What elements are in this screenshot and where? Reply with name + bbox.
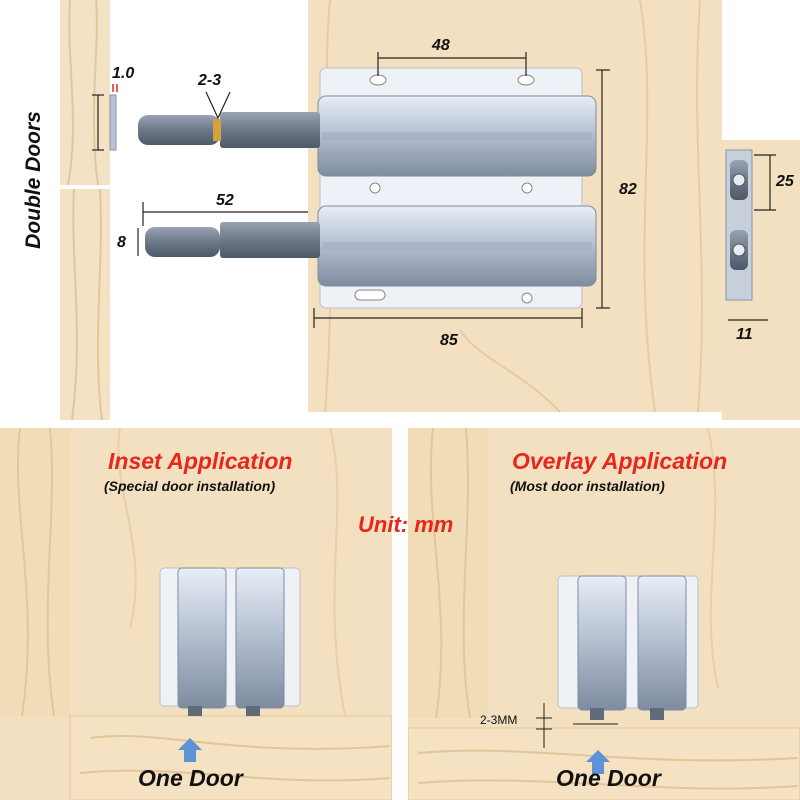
unit-label: Unit: mm	[358, 512, 454, 537]
overlay-title: Overlay Application	[512, 448, 728, 474]
hole-spacing-dimension: 48	[432, 37, 450, 54]
gap-dimension-marker	[92, 84, 118, 151]
plunger-diameter-dimension: 8	[117, 234, 126, 251]
plunger-length-dimension: 52	[216, 192, 234, 209]
upper-latch-body	[138, 95, 597, 177]
width-dimension: 85	[440, 332, 458, 349]
side-view-latch	[722, 140, 800, 420]
top-illustration	[60, 0, 800, 420]
double-doors-label: Double Doors	[22, 111, 45, 249]
side-depth-dimension: 11	[736, 326, 753, 343]
inset-subtitle: (Special door installation)	[104, 478, 276, 494]
inset-door-label: One Door	[138, 765, 243, 791]
overlay-door-label: One Door	[556, 765, 661, 791]
overlay-gap-label: 2-3MM	[480, 713, 518, 727]
gap-dimension: 1.0	[112, 65, 135, 82]
left-door-wood	[60, 0, 110, 420]
protrusion-dimension: 2-3	[198, 72, 222, 89]
overlay-illustration	[408, 428, 800, 800]
lower-latch-body	[145, 205, 597, 287]
inset-title: Inset Application	[108, 448, 293, 474]
dimension-lines	[137, 52, 610, 328]
height-dimension: 82	[619, 181, 637, 198]
side-spacing-dimension: 25	[776, 173, 794, 190]
overlay-subtitle: (Most door installation)	[510, 478, 665, 494]
inset-illustration	[0, 428, 392, 800]
